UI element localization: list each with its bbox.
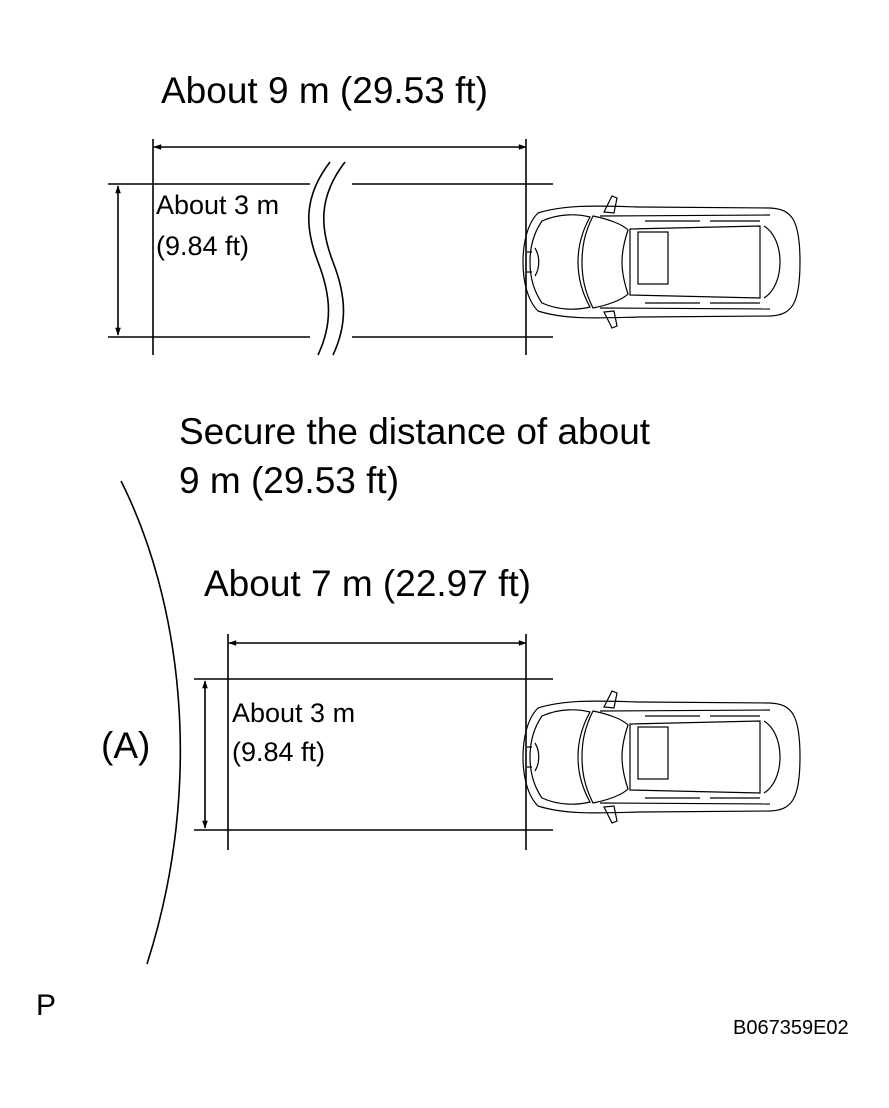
area-label: (A) <box>101 725 151 766</box>
top-width-label-line2: (9.84 ft) <box>156 231 250 261</box>
top-length-label: About 9 m (29.53 ft) <box>161 70 489 111</box>
vehicle-bottom <box>522 690 801 824</box>
instruction-line1: Secure the distance of about <box>179 411 651 452</box>
bottom-width-label-line2: (9.84 ft) <box>232 737 326 767</box>
top-width-label-line1: About 3 m <box>156 190 280 220</box>
bottom-width-label-line1: About 3 m <box>232 698 356 728</box>
figure-code: B067359E02 <box>733 1017 849 1039</box>
vehicle-top <box>522 195 801 329</box>
bottom-length-label: About 7 m (22.97 ft) <box>204 563 532 604</box>
instruction-line2: 9 m (29.53 ft) <box>179 460 400 501</box>
corner-letter: P <box>36 989 57 1022</box>
